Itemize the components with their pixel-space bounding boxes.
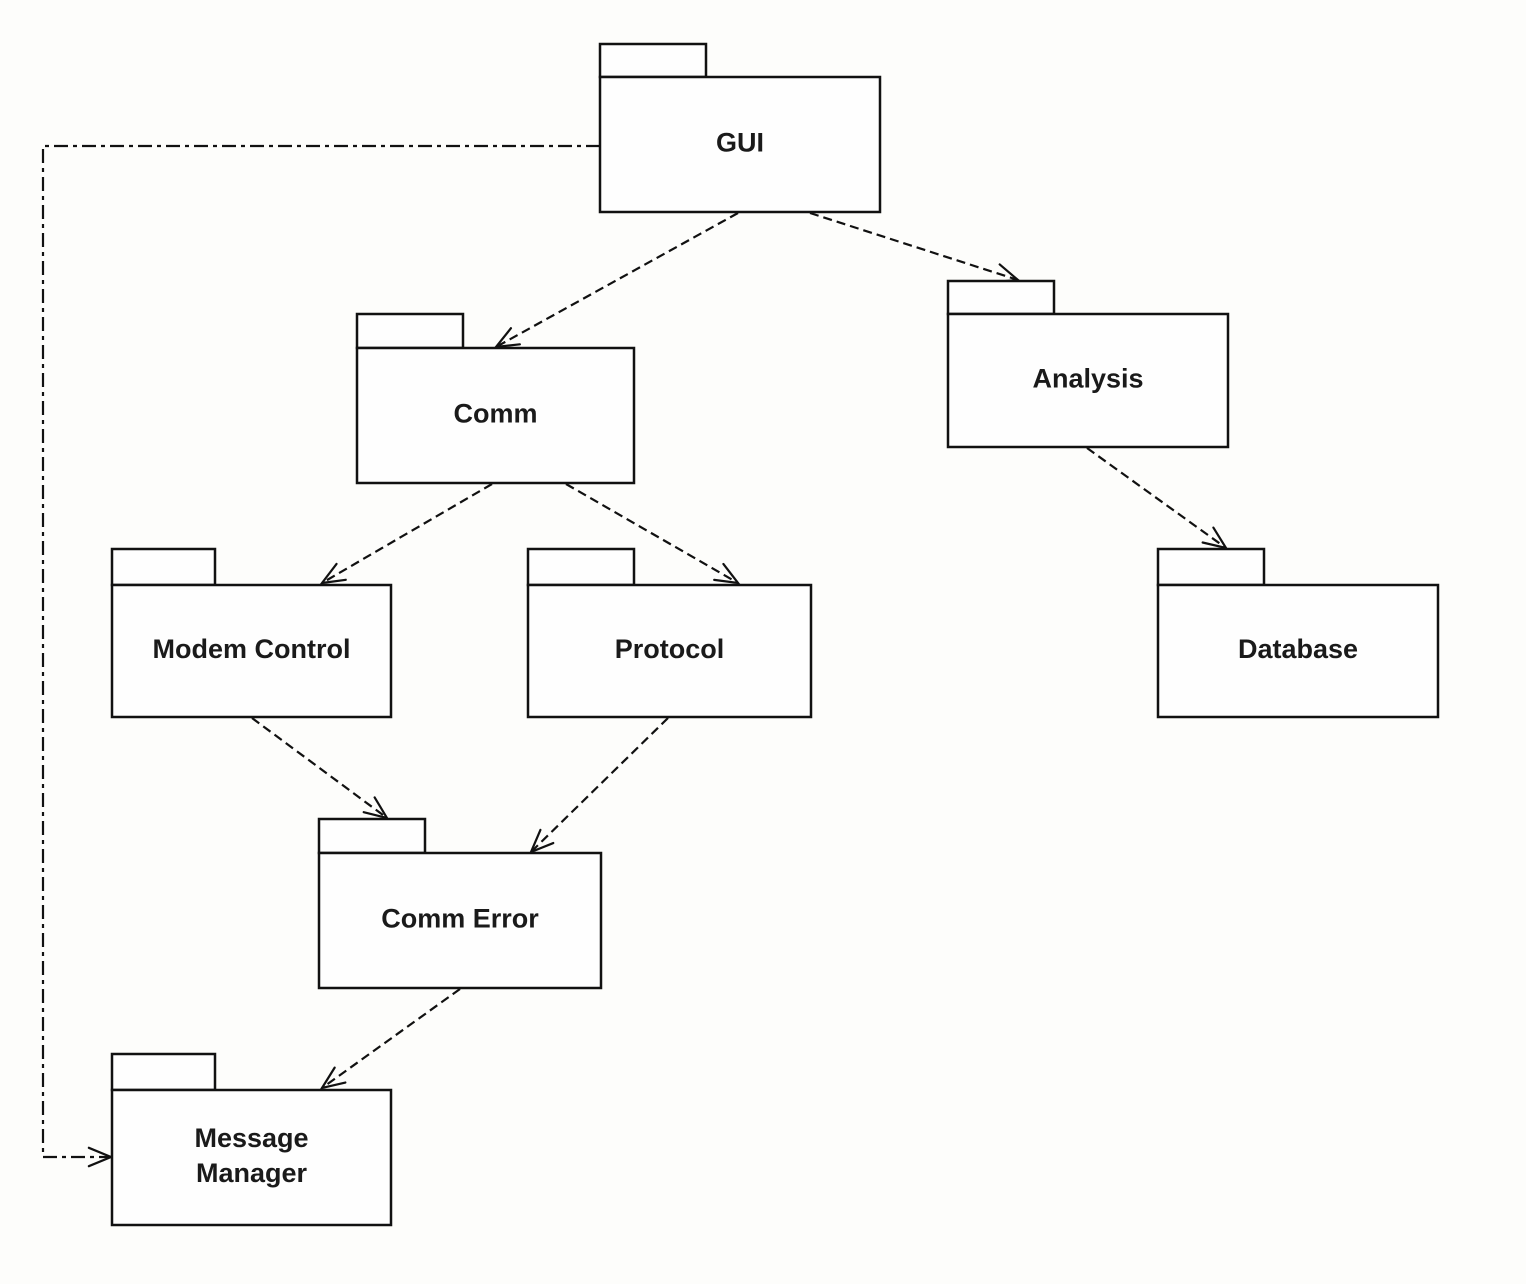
package-tab — [110, 1052, 217, 1092]
package-body — [1156, 583, 1440, 719]
arrowhead-icon — [362, 796, 390, 820]
package-database: Database — [1156, 547, 1440, 719]
package-analysis: Analysis — [946, 279, 1230, 449]
package-tab — [526, 547, 636, 587]
dependency-modem-control-to-comm-error — [251, 717, 390, 820]
package-label: Database — [1238, 634, 1358, 664]
package-tab — [110, 547, 217, 587]
package-body — [355, 346, 636, 485]
dependency-gui-to-analysis — [809, 211, 1021, 284]
package-label: GUI — [716, 128, 764, 158]
package-label: Modem Control — [153, 634, 351, 664]
dependency-line — [321, 483, 493, 584]
package-tab — [317, 817, 427, 855]
dependency-analysis-to-database — [1086, 447, 1229, 550]
arrowhead-icon — [319, 562, 347, 585]
dependencies-layer — [41, 144, 1229, 1168]
package-tab — [355, 312, 465, 350]
dependency-line — [251, 717, 388, 819]
package-comm: Comm — [355, 312, 636, 485]
dependency-line — [1086, 447, 1227, 549]
package-body — [598, 75, 882, 214]
package-body — [946, 312, 1230, 449]
dependency-line — [530, 717, 669, 853]
package-label: Comm — [453, 399, 537, 429]
package-protocol: Protocol — [526, 547, 813, 719]
dependency-line — [565, 483, 739, 584]
package-body — [317, 851, 603, 990]
dependency-line — [41, 144, 600, 1159]
arrowhead-icon — [319, 1066, 347, 1090]
arrowhead-icon — [1201, 526, 1229, 550]
package-gui: GUI — [598, 42, 882, 214]
arrowhead-icon — [493, 327, 521, 349]
package-body — [526, 583, 813, 719]
package-comm-error: Comm Error — [317, 817, 603, 990]
package-body — [110, 1088, 393, 1227]
arrowhead-icon — [713, 562, 741, 585]
package-tab — [1156, 547, 1266, 587]
package-label: Comm Error — [381, 904, 539, 934]
dependency-line — [321, 988, 461, 1089]
dependency-line — [809, 211, 1019, 282]
package-modem-control: Modem Control — [110, 547, 393, 719]
package-label: Message — [194, 1123, 308, 1153]
dependency-gui-to-comm — [493, 212, 739, 349]
dependency-line — [495, 212, 739, 348]
package-label: Manager — [196, 1158, 308, 1188]
package-tab — [598, 42, 708, 79]
dependency-comm-error-to-message-manager — [319, 988, 461, 1090]
package-body — [110, 583, 393, 719]
package-label: Protocol — [615, 634, 725, 664]
package-label: Analysis — [1032, 364, 1143, 394]
dependency-protocol-to-comm-error — [528, 717, 669, 855]
dependency-comm-to-modem-control — [319, 483, 493, 585]
package-tab — [946, 279, 1056, 316]
dependency-comm-to-protocol — [565, 483, 741, 585]
